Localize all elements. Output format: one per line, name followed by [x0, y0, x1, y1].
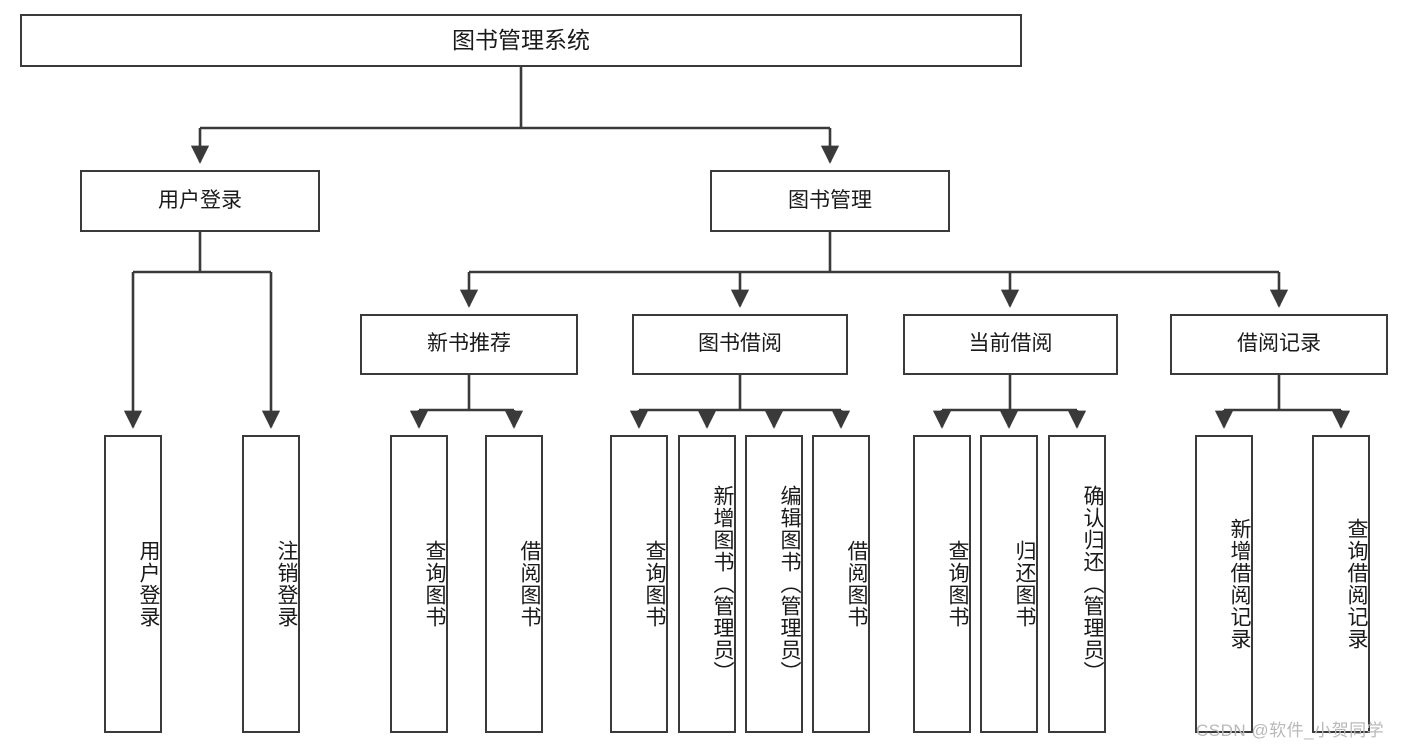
leaf-user-logout[interactable]: 注销登录 — [242, 435, 300, 733]
leaf-query-record-label: 查询借阅记录 — [1345, 518, 1368, 650]
leaf-edit-book-label: 编辑图书（管理员） — [778, 485, 801, 683]
leaf-edit-book[interactable]: 编辑图书（管理员） — [745, 435, 803, 733]
node-root[interactable]: 图书管理系统 — [20, 14, 1022, 67]
leaf-query-book-2-label: 查询图书 — [643, 540, 666, 628]
leaf-query-record[interactable]: 查询借阅记录 — [1312, 435, 1370, 733]
leaf-borrow-book-2[interactable]: 借阅图书 — [812, 435, 870, 733]
leaf-query-book-3-label: 查询图书 — [946, 540, 969, 628]
leaf-user-login[interactable]: 用户登录 — [104, 435, 162, 733]
leaf-add-record-label: 新增借阅记录 — [1228, 518, 1251, 650]
leaf-user-logout-label: 注销登录 — [275, 540, 298, 628]
leaf-add-record[interactable]: 新增借阅记录 — [1195, 435, 1253, 733]
node-new-book-recommend[interactable]: 新书推荐 — [360, 314, 578, 375]
leaf-borrow-book-1-label: 借阅图书 — [518, 540, 541, 628]
leaf-confirm-return[interactable]: 确认归还（管理员） — [1048, 435, 1106, 733]
leaf-query-book-1-label: 查询图书 — [423, 540, 446, 628]
node-book-manage[interactable]: 图书管理 — [710, 170, 950, 232]
leaf-user-login-label: 用户登录 — [137, 540, 160, 628]
node-book-borrow[interactable]: 图书借阅 — [632, 314, 848, 375]
node-book-manage-label: 图书管理 — [788, 188, 872, 212]
node-current-borrow-label: 当前借阅 — [968, 332, 1053, 356]
node-new-book-recommend-label: 新书推荐 — [427, 332, 511, 356]
node-user-login-label: 用户登录 — [158, 188, 242, 212]
leaf-query-book-3[interactable]: 查询图书 — [913, 435, 971, 733]
leaf-add-book-label: 新增图书（管理员） — [711, 485, 734, 683]
node-root-label: 图书管理系统 — [452, 26, 590, 53]
watermark: CSDN @软件_小贺同学 — [1196, 721, 1385, 740]
leaf-borrow-book-1[interactable]: 借阅图书 — [485, 435, 543, 733]
node-current-borrow[interactable]: 当前借阅 — [903, 314, 1118, 375]
leaf-return-book-label: 归还图书 — [1013, 540, 1036, 628]
leaf-borrow-book-2-label: 借阅图书 — [845, 540, 868, 628]
node-borrow-record-label: 借阅记录 — [1237, 332, 1321, 356]
node-user-login[interactable]: 用户登录 — [80, 170, 320, 232]
leaf-query-book-1[interactable]: 查询图书 — [390, 435, 448, 733]
leaf-confirm-return-label: 确认归还（管理员） — [1081, 485, 1104, 683]
leaf-return-book[interactable]: 归还图书 — [980, 435, 1038, 733]
leaf-add-book[interactable]: 新增图书（管理员） — [678, 435, 736, 733]
leaf-query-book-2[interactable]: 查询图书 — [610, 435, 668, 733]
node-book-borrow-label: 图书借阅 — [698, 332, 782, 356]
node-borrow-record[interactable]: 借阅记录 — [1170, 314, 1388, 375]
